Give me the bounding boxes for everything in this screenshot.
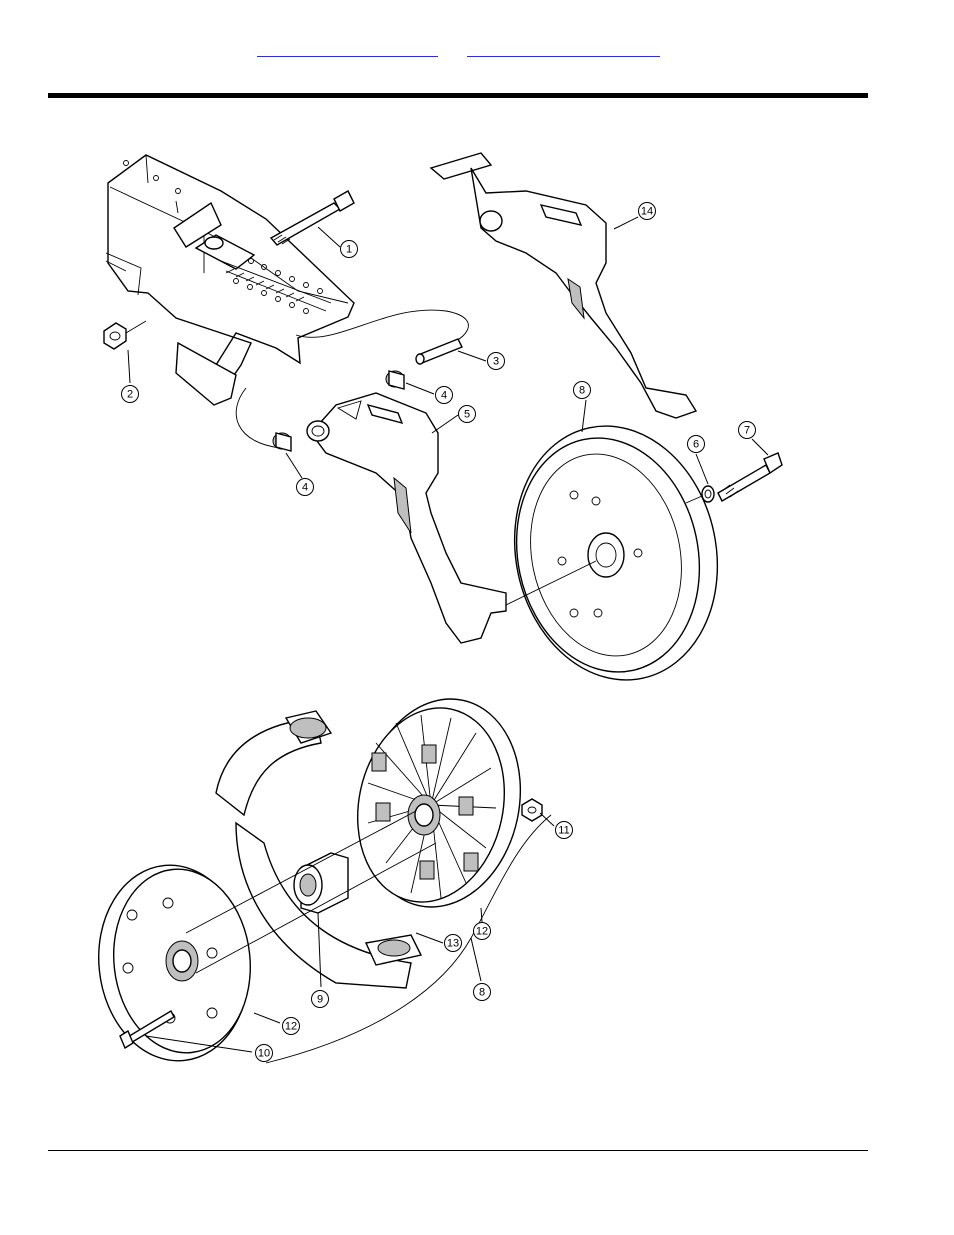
header-rule [48,93,868,98]
bushing-4b [273,433,291,451]
hub-plate-left [89,858,259,1069]
callout-c8b: 8 [474,984,491,1001]
gauge-arm-5 [307,393,506,643]
callout-c3: 3 [488,353,505,370]
tire-half-upper [216,711,331,815]
callout-label: 4 [302,482,308,494]
callout-label: 3 [493,356,499,368]
bearing-9 [294,853,348,913]
callout-label: 14 [641,206,653,218]
callout-label: 8 [479,987,485,999]
callout-c5: 5 [459,406,476,423]
nut-11 [522,799,542,821]
callout-c9: 9 [312,991,329,1008]
bolt-1 [271,191,354,245]
callout-c10: 10 [256,1045,273,1062]
bushing-4a [386,371,404,389]
callout-c7: 7 [739,422,756,439]
callout-label: 12 [285,1021,297,1033]
callout-c6: 6 [688,436,705,453]
callout-c2: 2 [122,386,139,403]
hub-plate-right [340,684,539,922]
footer-rule [48,1150,868,1151]
callout-label: 13 [447,938,459,950]
callout-label: 9 [317,994,323,1006]
washer-6 [702,486,714,502]
callout-c11: 11 [556,822,573,839]
callout-c14: 14 [639,203,656,220]
pin-3 [416,339,462,364]
header-link-1[interactable] [257,44,438,57]
gauge-wheel-8 [492,407,741,699]
callout-c12b: 12 [283,1018,300,1035]
callout-label: 5 [464,409,470,421]
header-link-2[interactable] [467,44,660,57]
callout-label: 7 [744,425,750,437]
callout-label: 4 [441,390,447,402]
callout-label: 8 [579,385,585,397]
nut-2 [104,321,146,349]
callout-label: 12 [476,926,488,938]
frame-bracket [106,155,354,405]
callout-label: 11 [558,825,569,837]
gauge-arm-14 [431,153,696,418]
callout-c4a: 4 [436,387,453,404]
callout-c12a: 12 [474,923,491,940]
callout-label: 6 [693,439,699,451]
callout-c8a: 8 [574,382,591,399]
callout-label: 2 [127,389,133,401]
callout-label: 1 [346,244,352,256]
callout-label: 10 [258,1048,270,1060]
callout-c4b: 4 [297,479,314,496]
callout-c13: 13 [445,935,462,952]
callout-c1: 1 [341,241,358,258]
